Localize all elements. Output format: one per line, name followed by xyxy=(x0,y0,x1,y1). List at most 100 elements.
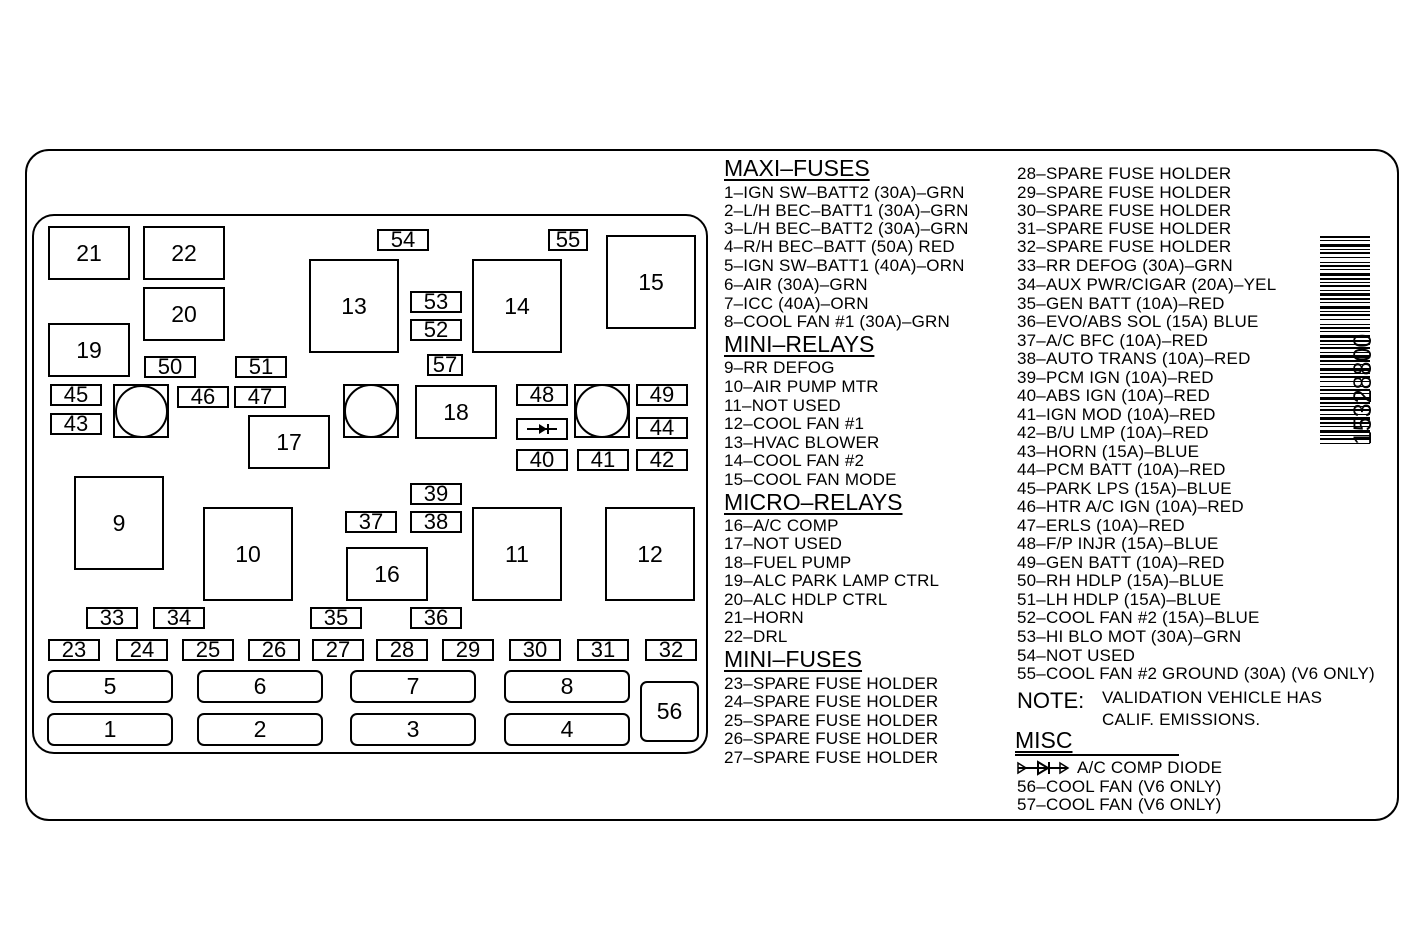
barcode-bar xyxy=(1320,335,1370,338)
relay-56: 56 xyxy=(640,681,699,742)
legend-item: 1–IGN SW–BATT2 (30A)–GRN xyxy=(724,183,965,202)
barcode-bar xyxy=(1320,443,1370,444)
fuse-52: 52 xyxy=(410,319,462,341)
legend-item: 55–COOL FAN #2 GROUND (30A) (V6 ONLY) xyxy=(1017,664,1375,683)
legend-item: 8–COOL FAN #1 (30A)–GRN xyxy=(724,312,950,331)
barcode-bar xyxy=(1320,293,1370,296)
legend-item: A/C COMP DIODE xyxy=(1077,758,1223,777)
barcode-bar xyxy=(1320,324,1370,325)
fuse-26: 26 xyxy=(248,639,300,661)
barcode-bar xyxy=(1320,252,1370,254)
legend-item: 14–COOL FAN #2 xyxy=(724,451,865,470)
ac-comp-diode xyxy=(516,418,568,440)
diode-icon xyxy=(1017,760,1070,776)
legend-item: 37–A/C BFC (10A)–RED xyxy=(1017,331,1209,350)
barcode-bar xyxy=(1320,302,1370,303)
relay-13: 13 xyxy=(309,259,399,353)
fuse-31: 31 xyxy=(577,639,629,661)
relay-12: 12 xyxy=(605,507,695,601)
legend-item: 57–COOL FAN (V6 ONLY) xyxy=(1017,795,1222,814)
legend-item: 24–SPARE FUSE HOLDER xyxy=(724,692,939,711)
legend-item: 16–A/C COMP xyxy=(724,516,839,535)
legend-item: 10–AIR PUMP MTR xyxy=(724,377,879,396)
legend-item: 44–PCM BATT (10A)–RED xyxy=(1017,460,1226,479)
relay-14: 14 xyxy=(472,259,562,353)
fuse-51: 51 xyxy=(235,356,287,378)
fuse-45: 45 xyxy=(50,384,102,406)
relay-10: 10 xyxy=(203,507,293,601)
relay-15: 15 xyxy=(606,235,696,329)
legend-item: 20–ALC HDLP CTRL xyxy=(724,590,888,609)
barcode-bar xyxy=(1320,278,1370,280)
barcode-bar xyxy=(1320,368,1370,371)
barcode-bar xyxy=(1320,285,1370,287)
barcode-bar xyxy=(1320,397,1370,400)
fuse-35: 35 xyxy=(310,607,362,629)
maxi-fuse-3: 3 xyxy=(350,713,476,746)
legend-item: 23–SPARE FUSE HOLDER xyxy=(724,674,939,693)
legend-item: 53–HI BLO MOT (30A)–GRN xyxy=(1017,627,1242,646)
legend-item: 40–ABS IGN (10A)–RED xyxy=(1017,386,1210,405)
fuse-49: 49 xyxy=(636,384,688,406)
legend-item: 34–AUX PWR/CIGAR (20A)–YEL xyxy=(1017,275,1277,294)
fuse-block-diagram xyxy=(32,214,708,754)
maxi-fuse-8: 8 xyxy=(504,670,630,703)
maxi-fuse-2: 2 xyxy=(197,713,323,746)
note-line-2: CALIF. EMISSIONS. xyxy=(1102,710,1261,729)
fuse-34: 34 xyxy=(153,607,205,629)
barcode-bar xyxy=(1320,306,1370,309)
relay-20: 20 xyxy=(143,287,225,341)
fuse-53: 53 xyxy=(410,291,462,313)
maxi-fuse-1: 1 xyxy=(47,713,173,746)
diode-icon xyxy=(527,424,557,434)
fuse-27: 27 xyxy=(312,639,364,661)
fuse-36: 36 xyxy=(410,607,462,629)
legend-item: 3–L/H BEC–BATT2 (30A)–GRN xyxy=(724,219,969,238)
legend-item: 51–LH HDLP (15A)–BLUE xyxy=(1017,590,1222,609)
fuse-38: 38 xyxy=(410,511,462,533)
fuse-48: 48 xyxy=(516,384,568,406)
barcode-bar xyxy=(1320,360,1370,362)
legend-item: 35–GEN BATT (10A)–RED xyxy=(1017,294,1225,313)
legend-item: 39–PCM IGN (10A)–RED xyxy=(1017,368,1214,387)
misc-heading: MISC xyxy=(1015,727,1073,753)
barcode-bar xyxy=(1320,355,1370,358)
barcode-bar xyxy=(1320,402,1370,404)
barcode xyxy=(1320,236,1370,444)
fuse-43: 43 xyxy=(50,413,102,435)
fuse-23: 23 xyxy=(48,639,100,661)
maxi-fuse-5: 5 xyxy=(47,670,173,703)
legend-item: 25–SPARE FUSE HOLDER xyxy=(724,711,939,730)
barcode-bar xyxy=(1320,393,1370,394)
legend-item: 42–B/U LMP (10A)–RED xyxy=(1017,423,1209,442)
legend-item: 29–SPARE FUSE HOLDER xyxy=(1017,183,1232,202)
round-relay-right xyxy=(575,384,629,438)
relay-21: 21 xyxy=(48,226,130,280)
barcode-bar xyxy=(1320,389,1370,391)
fuse-44: 44 xyxy=(636,417,688,439)
fuse-57: 57 xyxy=(427,354,463,376)
fuse-28: 28 xyxy=(376,639,428,661)
fuse-25: 25 xyxy=(182,639,234,661)
fuse-33: 33 xyxy=(86,607,138,629)
maxi-fuse-6: 6 xyxy=(197,670,323,703)
note-line-1: VALIDATION VEHICLE HAS xyxy=(1102,688,1323,707)
relay-19: 19 xyxy=(48,323,130,377)
legend-item: 17–NOT USED xyxy=(724,534,843,553)
barcode-bar xyxy=(1320,319,1370,320)
barcode-bar xyxy=(1320,438,1370,440)
barcode-bar xyxy=(1320,262,1370,263)
barcode-bar xyxy=(1320,327,1370,329)
relay-16: 16 xyxy=(346,547,428,601)
maxi-fuse-4: 4 xyxy=(504,713,630,746)
legend-item: 28–SPARE FUSE HOLDER xyxy=(1017,164,1232,183)
relay-11: 11 xyxy=(472,507,562,601)
barcode-bar xyxy=(1320,381,1370,382)
legend-item: 30–SPARE FUSE HOLDER xyxy=(1017,201,1232,220)
barcode-bar xyxy=(1320,347,1370,349)
legend-item: 19–ALC PARK LAMP CTRL xyxy=(724,571,940,590)
legend-item: 43–HORN (15A)–BLUE xyxy=(1017,442,1200,461)
legend-item: 11–NOT USED xyxy=(724,396,841,415)
legend-item: 7–ICC (40A)–ORN xyxy=(724,294,869,313)
maxi-fuse-7: 7 xyxy=(350,670,476,703)
